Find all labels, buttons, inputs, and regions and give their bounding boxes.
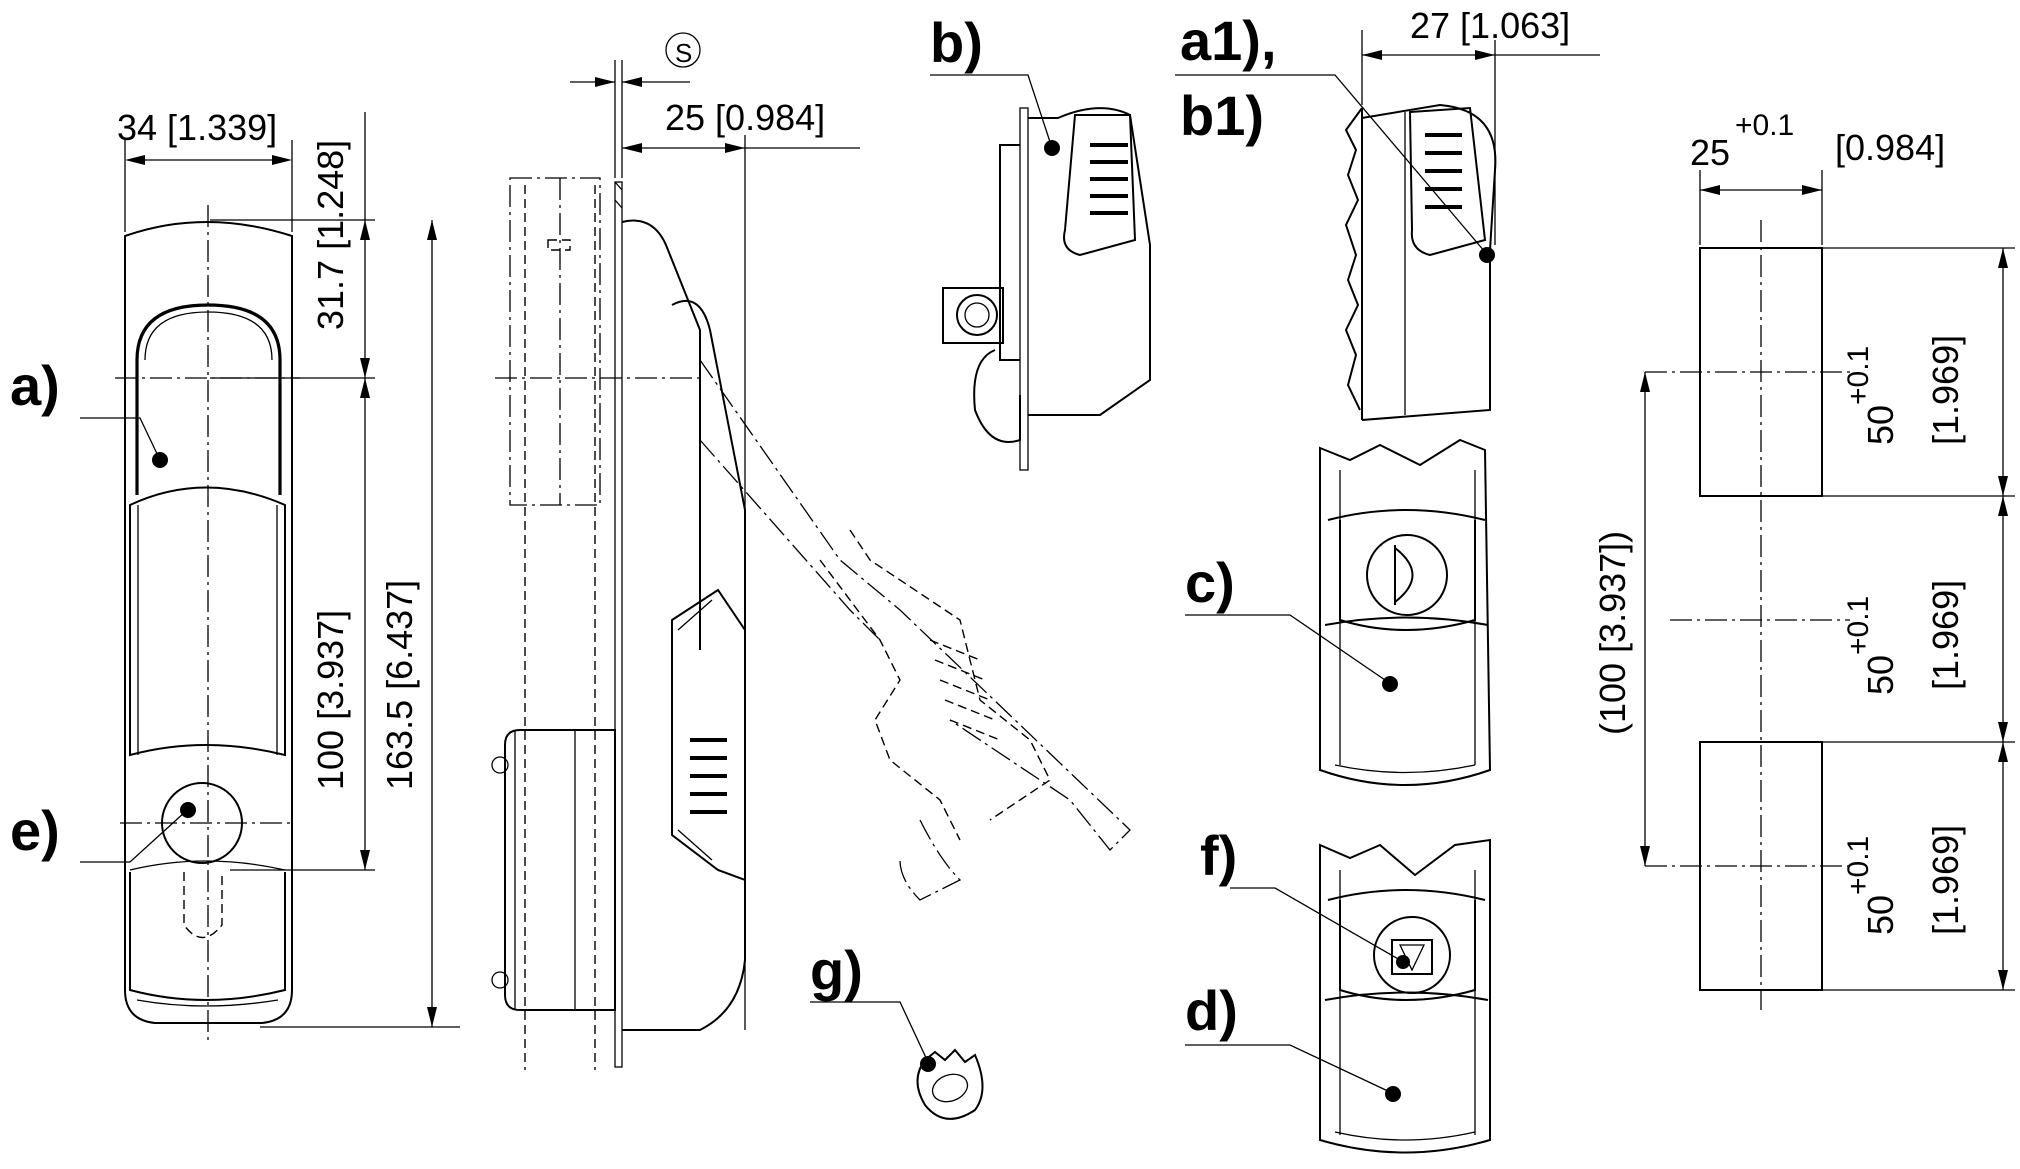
label-c: c) (1185, 551, 1235, 614)
cutout-width-nominal: 25 (1690, 132, 1730, 173)
dim-width-34: 34 [1.339] (117, 107, 277, 148)
dim-top-31-7: 31.7 [1.248] (310, 140, 351, 330)
cutout-pitch: (100 [3.937]) (1592, 531, 1633, 735)
cutout-height-1-tolerance: +0.1 (1842, 346, 1875, 405)
cutout-height-1-nominal: 50 (1860, 405, 1901, 445)
dim-depth-25: 25 [0.984] (665, 97, 825, 138)
label-b: b) (930, 11, 983, 74)
detail-a1-b1 (1344, 30, 1600, 421)
label-d: d) (1185, 979, 1238, 1042)
label-g: g) (810, 939, 863, 1002)
cutout-height-2-nominal: 50 (1860, 655, 1901, 695)
detail-b (942, 107, 1151, 471)
side-dimensions (570, 32, 860, 1030)
cutout-width-inch: [0.984] (1835, 127, 1945, 168)
front-dimensions (124, 112, 460, 1028)
side-view (491, 177, 1131, 1070)
label-f: f) (1200, 824, 1237, 887)
cutout-height-3-inch: [1.969] (1925, 825, 1966, 935)
detail-d-f (1319, 838, 1491, 1154)
cutout-height-1-inch: [1.969] (1925, 335, 1966, 445)
detail-c (1319, 438, 1492, 786)
dim-depth-27: 27 [1.063] (1410, 5, 1570, 46)
detail-g (916, 1048, 984, 1120)
dim-pitch-100: 100 [3.937] (310, 610, 351, 790)
dim-length-163-5: 163.5 [6.437] (379, 580, 420, 790)
cutout-height-2-inch: [1.969] (1925, 580, 1966, 690)
label-a1: a1), (1180, 9, 1277, 72)
cutout-width-tolerance: +0.1 (1735, 109, 1794, 142)
dim-panel-s: S (675, 38, 692, 68)
label-a: a) (10, 354, 60, 417)
label-e: e) (10, 799, 60, 862)
cutout-height-2-tolerance: +0.1 (1842, 596, 1875, 655)
front-view (115, 205, 300, 1040)
cutout-height-3-nominal: 50 (1860, 895, 1901, 935)
label-b1: b1) (1180, 84, 1264, 147)
cutout-height-3-tolerance: +0.1 (1842, 836, 1875, 895)
cutout-view (1640, 170, 2015, 1010)
